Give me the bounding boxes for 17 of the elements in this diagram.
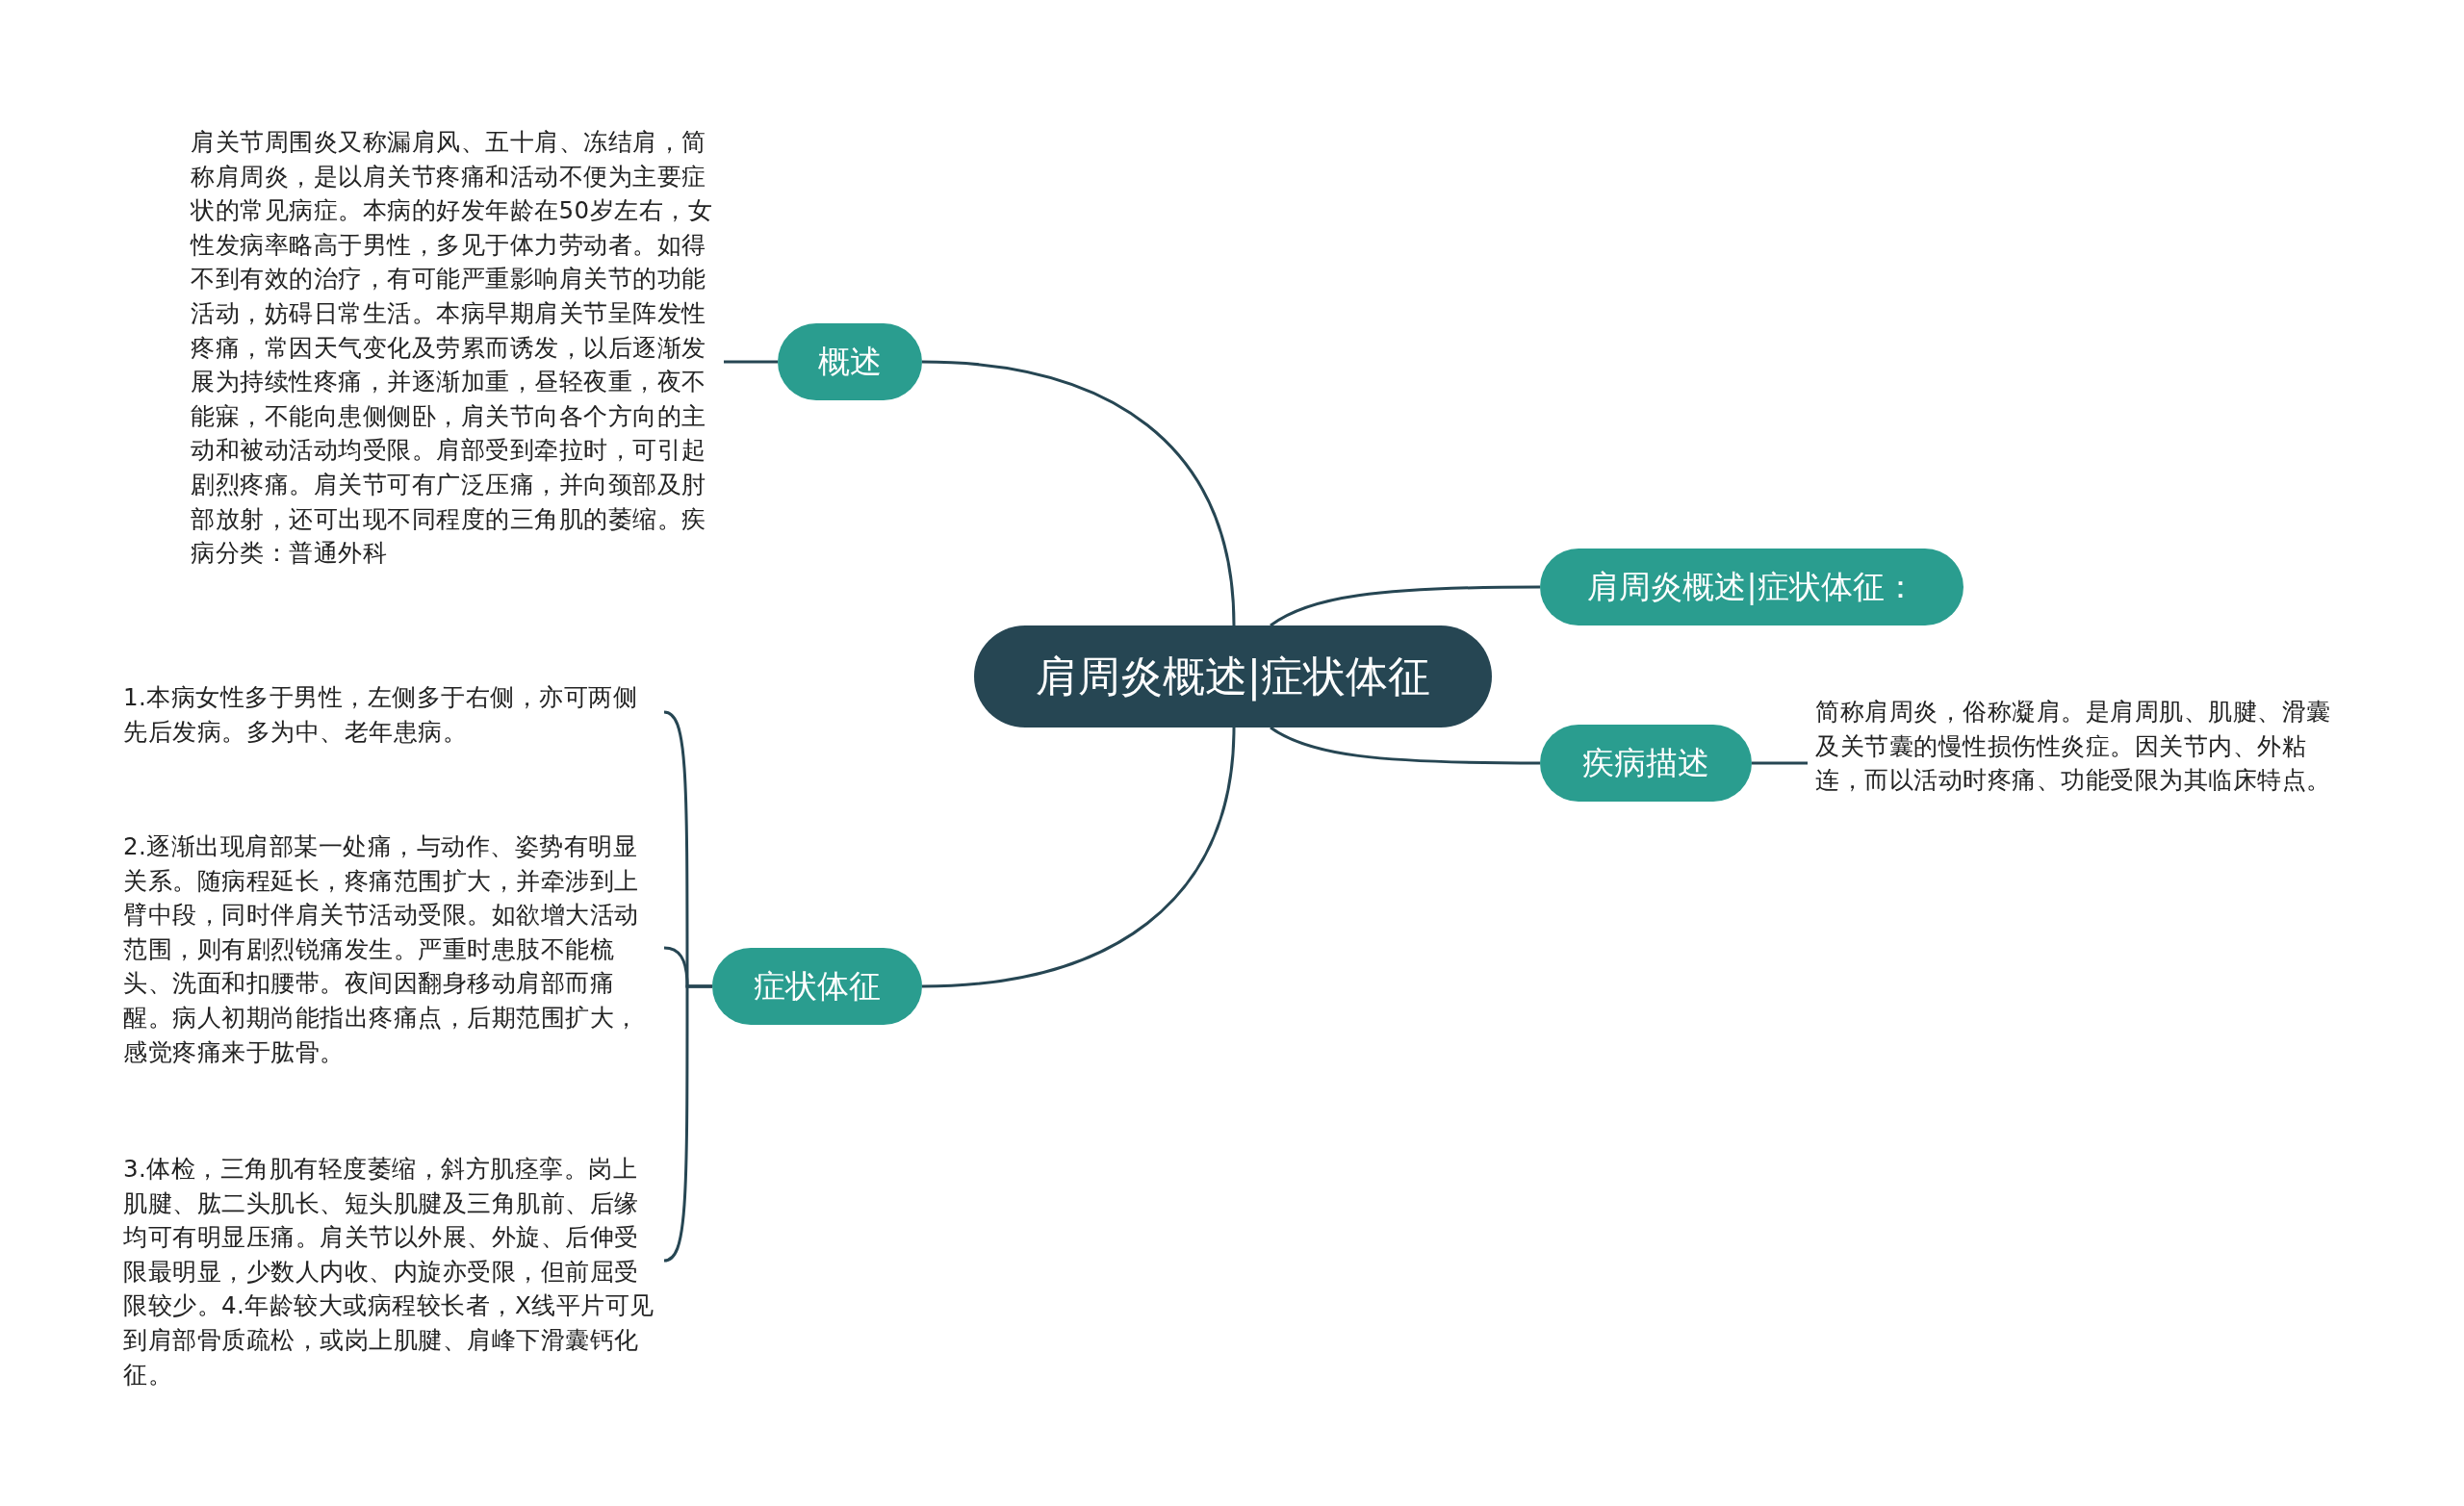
description-text: 1.本病女性多于男性，左侧多于右侧，亦可两侧先后发病。多为中、老年患病。: [123, 680, 654, 750]
description-text: 肩关节周围炎又称漏肩风、五十肩、冻结肩，简称肩周炎，是以肩关节疼痛和活动不便为主要症状的常见病症。本病的好发年龄在50岁左右，女性发病率略高于男性，多见于体力劳动者。如得不到有效的治疗，有可能严重影响肩关节的功能活动，妨碍日常生活。本病早期肩关节呈阵发性疼痛，常因天气变化及劳累而诱发，以后逐渐发展为持续性疼痛，并逐渐加重，昼轻夜重，夜不能寐，不能向患侧侧卧，肩关节向各个方向的主动和被动活动均受限。肩部受到牵拉时，可引起剧烈疼痛。肩关节可有广泛压痛，并向颈部及肘部放射，还可出现不同程度的三角肌的萎缩。疾病分类：普通外科: [191, 125, 722, 571]
description-text: 简称肩周炎，俗称凝肩。是肩周肌、肌腱、滑囊及关节囊的慢性损伤性炎症。因关节内、外粘连，而以活动时疼痛、功能受限为其临床特点。: [1815, 695, 2354, 798]
connector: [1270, 585, 1540, 627]
topic-pill: 概述: [778, 323, 922, 400]
topic-pill: 疾病描述: [1540, 725, 1752, 802]
description-text: 2.逐渐出现肩部某一处痛，与动作、姿势有明显关系。随病程延长，疼痛范围扩大，并牵涉到上臂中段，同时伴肩关节活动受限。如欲增大活动范围，则有剧烈锐痛发生。严重时患肢不能梳头、洗面和扣腰带。夜间因翻身移动肩部而痛醒。病人初期尚能指出疼痛点，后期范围扩大，感觉疼痛来于肱骨。: [123, 830, 654, 1070]
connector: [663, 984, 712, 1263]
connector: [1270, 726, 1540, 765]
topic-pill: 肩周炎概述|症状体征：: [1540, 549, 1964, 625]
central-topic: 肩周炎概述|症状体征: [974, 625, 1492, 727]
topic-pill: 症状体征: [712, 948, 922, 1025]
connector: [1752, 761, 1808, 765]
connector: [921, 360, 1236, 626]
description-text: 3.体检，三角肌有轻度萎缩，斜方肌痉挛。岗上肌腱、肱二头肌长、短头肌腱及三角肌前、后缘均可有明显压痛。肩关节以外展、外旋、后伸受限最明显，少数人内收、内旋亦受限，但前屈受限较少。4.年龄较大或病程较长者，X线平片可见到肩部骨质疏松，或岗上肌腱、肩峰下滑囊钙化征。: [123, 1152, 654, 1392]
connector: [921, 727, 1236, 988]
connector: [724, 360, 778, 364]
